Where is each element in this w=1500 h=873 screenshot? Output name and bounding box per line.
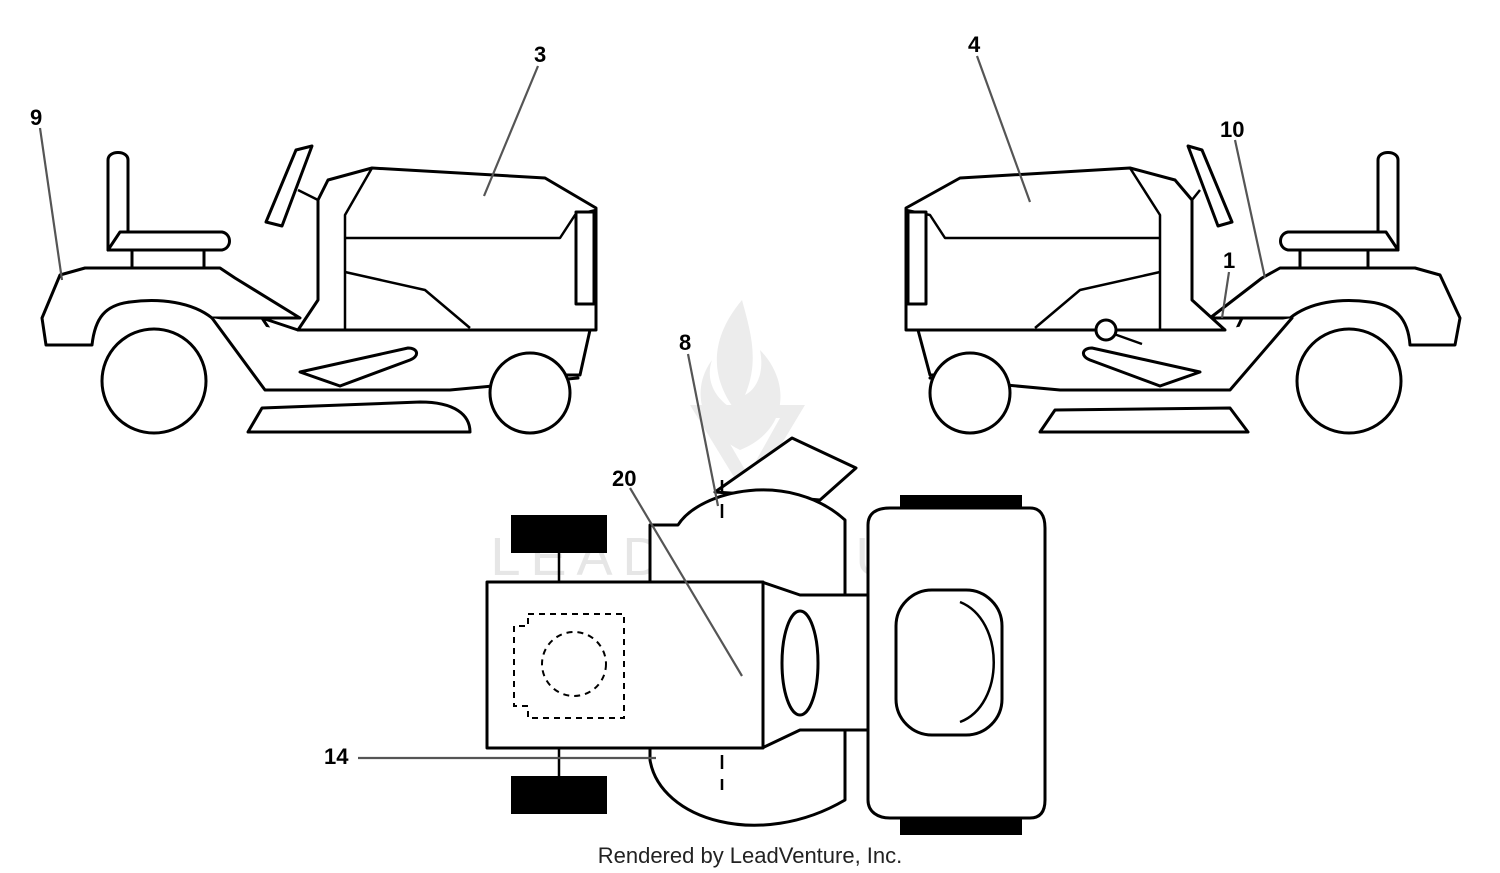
mower-deck: [246, 400, 472, 434]
front-wheel: [928, 351, 1012, 435]
callout-3: 3: [534, 42, 546, 67]
rear-wheel: [1295, 327, 1403, 435]
rear-tire-bottom: [900, 815, 1022, 835]
seat-top: [894, 588, 1004, 737]
engine-outline: [513, 613, 625, 719]
leader-lines: [38, 55, 1267, 760]
seat: [1279, 230, 1400, 252]
seat-back: [106, 151, 130, 252]
callout-10: 10: [1220, 117, 1244, 142]
steering-wheel: [264, 144, 314, 228]
hood-line-3: [1034, 270, 1161, 329]
tractor-left-side-view: [40, 144, 598, 435]
steering-wheel: [1186, 144, 1234, 228]
hood-line: [1128, 167, 1162, 330]
rendered-by-footer: Rendered by LeadVenture, Inc.: [598, 843, 903, 868]
front-wheel: [488, 351, 572, 435]
tractor-top-view: [485, 436, 1047, 835]
pedal: [1082, 346, 1202, 388]
callout-1: 1: [1223, 248, 1235, 273]
steering-column: [1190, 189, 1201, 225]
rear-fender: [40, 266, 302, 347]
lever-knob: [1094, 318, 1118, 342]
leader-4: [975, 55, 1032, 203]
v-logo-icon: [690, 405, 805, 500]
rear-fender: [1208, 266, 1462, 347]
steering-column: [297, 188, 320, 225]
callout-20: 20: [612, 466, 636, 491]
leader-1: [1220, 271, 1231, 319]
grille: [574, 210, 596, 306]
leader-10: [1233, 139, 1267, 279]
callout-14: 14: [324, 744, 349, 769]
lever: [1113, 332, 1143, 346]
hood-line: [343, 167, 374, 330]
front-tire-top: [511, 515, 607, 553]
mower-deck: [1038, 406, 1250, 434]
leader-8: [686, 353, 720, 507]
callout-numbers: 9 3 4 10 1 8 20 14: [30, 32, 1244, 769]
hood-line-3: [344, 270, 471, 329]
leader-3: [482, 65, 540, 197]
callout-4: 4: [968, 32, 981, 57]
hood: [296, 166, 598, 332]
seat-back: [1376, 151, 1400, 252]
front-tire-bottom: [511, 776, 607, 814]
rear-wheel: [100, 327, 208, 435]
callout-8: 8: [679, 330, 691, 355]
tractor-right-side-view: [904, 144, 1462, 435]
leader-20: [629, 487, 743, 677]
grille: [906, 210, 928, 306]
callout-9: 9: [30, 105, 42, 130]
hood: [904, 166, 1227, 332]
seat: [106, 230, 231, 252]
pedal: [298, 346, 418, 388]
steering-top: [780, 609, 820, 717]
leader-9: [38, 127, 64, 281]
engine-circle: [541, 631, 607, 697]
seat-top-curve: [959, 600, 995, 724]
